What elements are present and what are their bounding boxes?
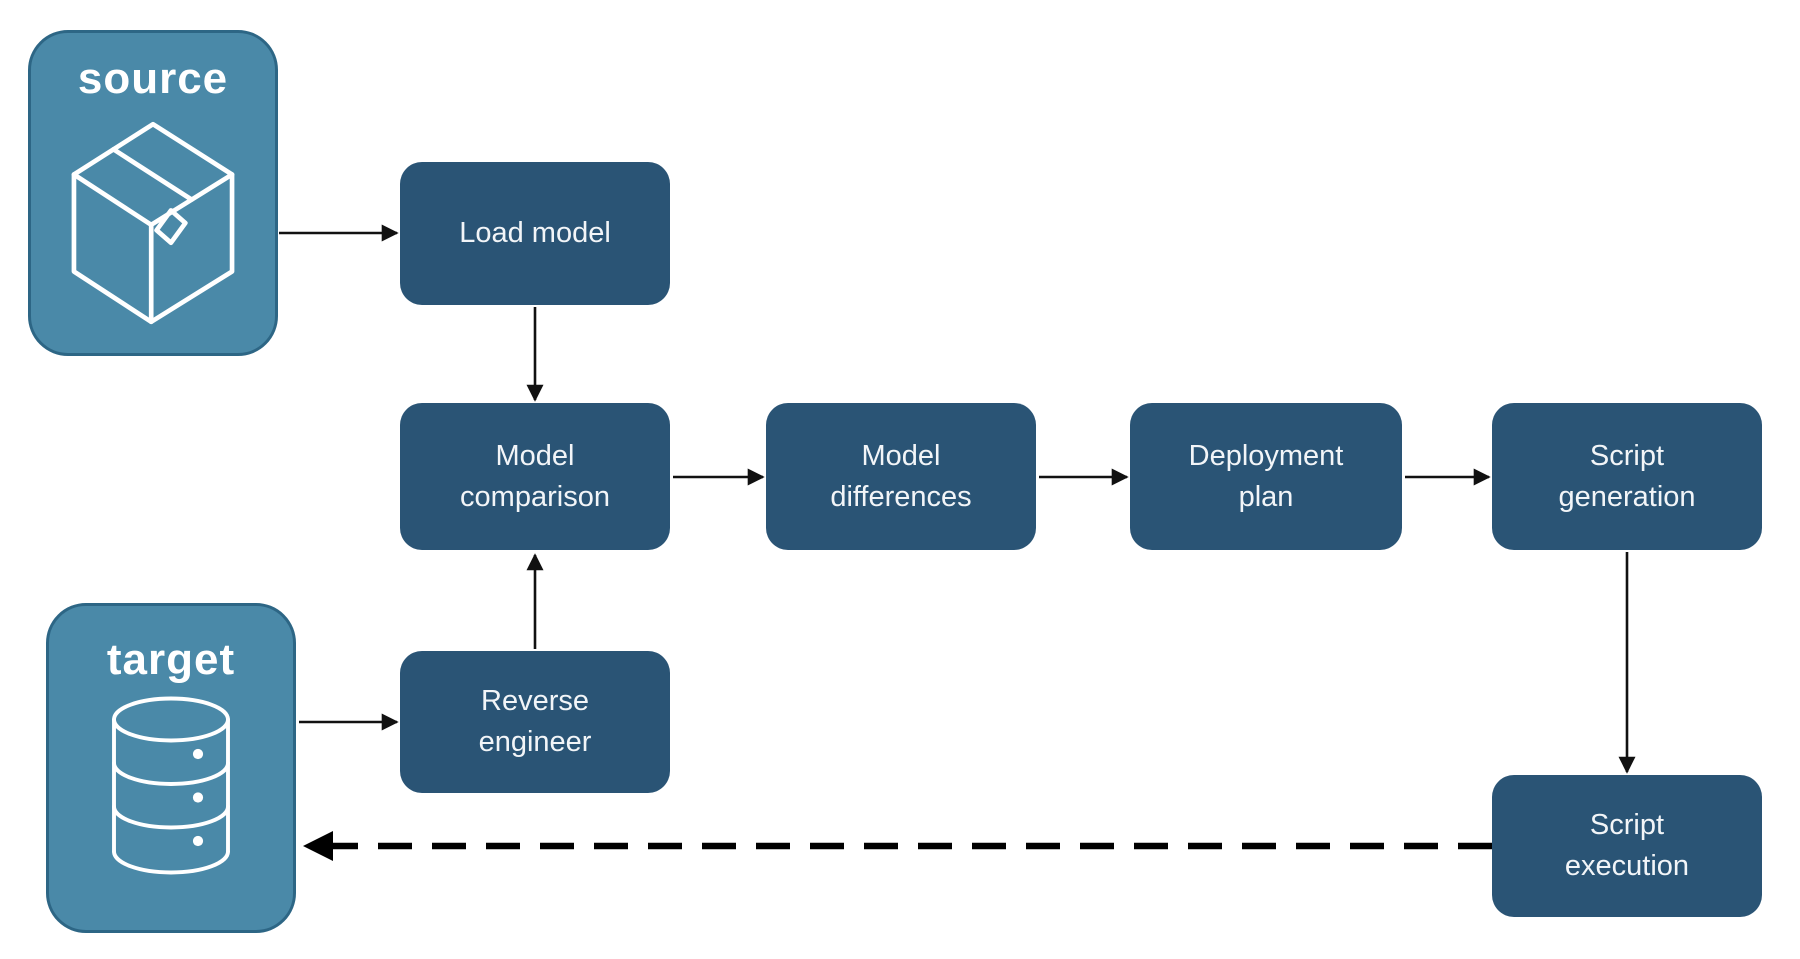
node-label-line: Load model (459, 217, 611, 249)
node-label-line: generation (1558, 480, 1696, 513)
target-label: target (106, 635, 236, 684)
node-label-line: differences (830, 480, 972, 513)
node-model-comparison: Model comparison (400, 403, 670, 550)
node-label-line: Model (861, 439, 941, 472)
package-icon (71, 122, 235, 325)
node-script-generation: Script generation (1492, 403, 1762, 550)
node-reverse-engineer: Reverse engineer (400, 651, 670, 793)
node-label-line: Model (495, 439, 575, 472)
node-label-line: comparison (460, 480, 610, 513)
node-label-line: execution (1564, 850, 1690, 882)
node-label-line: engineer (478, 726, 592, 758)
node-label-line: plan (1238, 480, 1294, 513)
node-label-line: Script (1589, 439, 1665, 472)
node-label-line: Deployment (1188, 439, 1344, 472)
entity-source: source (28, 30, 278, 356)
node-label-line: Script (1589, 809, 1665, 841)
node-deployment-plan: Deployment plan (1130, 403, 1402, 550)
node-label-line: Reverse (481, 685, 589, 717)
node-script-execution: Script execution (1492, 775, 1762, 917)
database-icon (112, 696, 230, 875)
entity-target: target (46, 603, 296, 933)
node-load-model: Load model (400, 162, 670, 305)
source-label: source (77, 54, 229, 103)
node-model-differences: Model differences (766, 403, 1036, 550)
